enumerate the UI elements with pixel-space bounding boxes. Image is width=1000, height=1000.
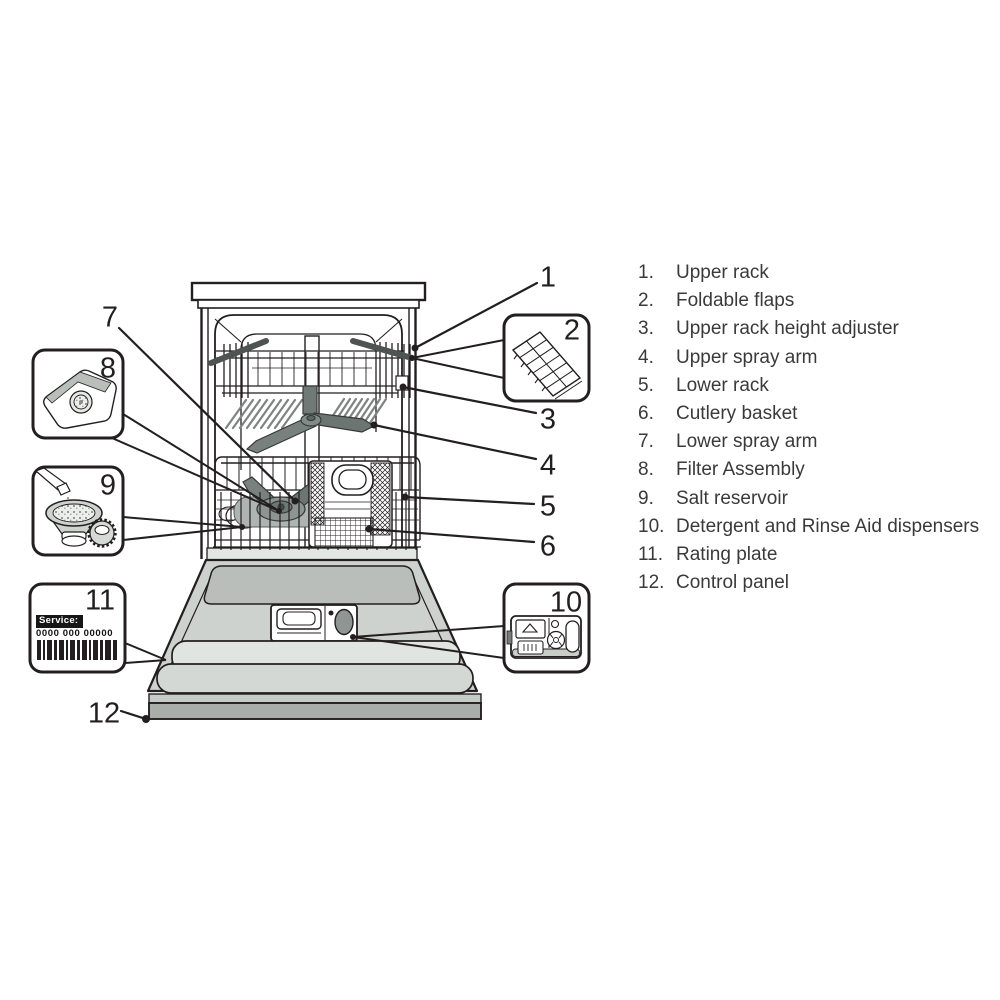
legend-item-rating-plate: 11. Rating plate: [638, 541, 979, 569]
legend-item-number: 2.: [638, 290, 654, 312]
door-dispenser-drawing: [270, 604, 358, 642]
callout-number-4: 4: [539, 449, 557, 482]
leader-lines: [117, 281, 539, 721]
callout-number-7: 7: [101, 301, 119, 334]
legend-item-label: Foldable flaps: [676, 290, 795, 312]
legend-item-lower-spray-arm: 7. Lower spray arm: [638, 428, 979, 456]
legend-item-number: 10.: [638, 515, 665, 537]
callout-box-dispensers: [502, 582, 591, 674]
legend-item-upper-rack: 1. Upper rack: [638, 259, 979, 287]
legend-item-number: 3.: [638, 318, 654, 340]
legend-item-number: 8.: [638, 459, 654, 481]
foldable-flap-bars-drawing: [208, 338, 415, 366]
legend-item-upper-spray-arm: 4. Upper spray arm: [638, 344, 979, 372]
legend-item-number: 1.: [638, 262, 654, 284]
callout-number-9: 9: [99, 469, 117, 502]
callout-box-filter-assembly: [31, 348, 125, 440]
legend-item-number: 11.: [638, 543, 664, 565]
door-bottom-panels-drawing: [156, 640, 474, 694]
legend-item-number: 9.: [638, 487, 654, 509]
legend-item-label: Lower rack: [676, 374, 769, 396]
callout-number-8: 8: [99, 352, 117, 385]
legend-item-label: Rating plate: [676, 543, 778, 565]
legend-item-number: 4.: [638, 346, 654, 368]
callout-number-6: 6: [539, 530, 557, 563]
callout-number-1: 1: [539, 261, 557, 294]
legend-item-cutlery-basket: 6. Cutlery basket: [638, 400, 979, 428]
barcode: [37, 640, 117, 660]
callout-number-11: 11: [84, 584, 116, 617]
callout-number-12: 12: [87, 697, 121, 730]
legend-item-foldable-flaps: 2. Foldable flaps: [638, 287, 979, 315]
parts-legend: 1. Upper rack 2. Foldable flaps 3. Upper ra…: [638, 259, 979, 597]
legend-item-label: Lower spray arm: [676, 431, 818, 453]
legend-item-control-panel: 12. Control panel: [638, 569, 979, 597]
legend-item-lower-rack: 5. Lower rack: [638, 372, 979, 400]
legend-item-salt-reservoir: 9. Salt reservoir: [638, 485, 979, 513]
legend-item-label: Upper rack height adjuster: [676, 318, 899, 340]
cutlery-basket-drawing: [308, 460, 393, 548]
callout-number-2: 2: [563, 314, 581, 347]
upper-spray-arm-drawing: [245, 385, 376, 454]
legend-item-number: 7.: [638, 431, 654, 453]
callout-number-5: 5: [539, 490, 557, 523]
legend-item-dispensers: 10. Detergent and Rinse Aid dispensers: [638, 513, 979, 541]
legend-item-label: Filter Assembly: [676, 459, 805, 481]
legend-item-number: 6.: [638, 403, 654, 425]
tub-floor-edge-drawing: [206, 547, 418, 561]
rating-plate-serial-number: 0000 000 00000: [36, 628, 114, 639]
base-plinth-drawing: [148, 693, 482, 720]
callout-number-10: 10: [549, 586, 583, 619]
foldable-flap-combs-drawing: [224, 397, 388, 430]
countertop-drawing: [190, 281, 427, 309]
legend-item-number: 5.: [638, 374, 654, 396]
legend-item-filter-assembly: 8. Filter Assembly: [638, 456, 979, 484]
legend-item-label: Control panel: [676, 572, 790, 594]
legend-item-label: Upper rack: [676, 262, 769, 284]
legend-item-label: Cutlery basket: [676, 403, 798, 425]
leader-dots: [142, 344, 419, 723]
callout-box-salt-reservoir: [31, 465, 125, 557]
rating-plate-service-label: Service:: [36, 615, 84, 629]
callout-number-3: 3: [539, 403, 557, 436]
legend-item-label: Salt reservoir: [676, 487, 788, 509]
legend-item-number: 12.: [638, 572, 665, 594]
legend-item-label: Upper spray arm: [676, 346, 818, 368]
legend-item-label: Detergent and Rinse Aid dispensers: [676, 515, 980, 537]
callout-tails: [111, 339, 505, 664]
legend-item-height-adjuster: 3. Upper rack height adjuster: [638, 315, 979, 343]
callout-box-foldable-flaps: [502, 313, 591, 403]
